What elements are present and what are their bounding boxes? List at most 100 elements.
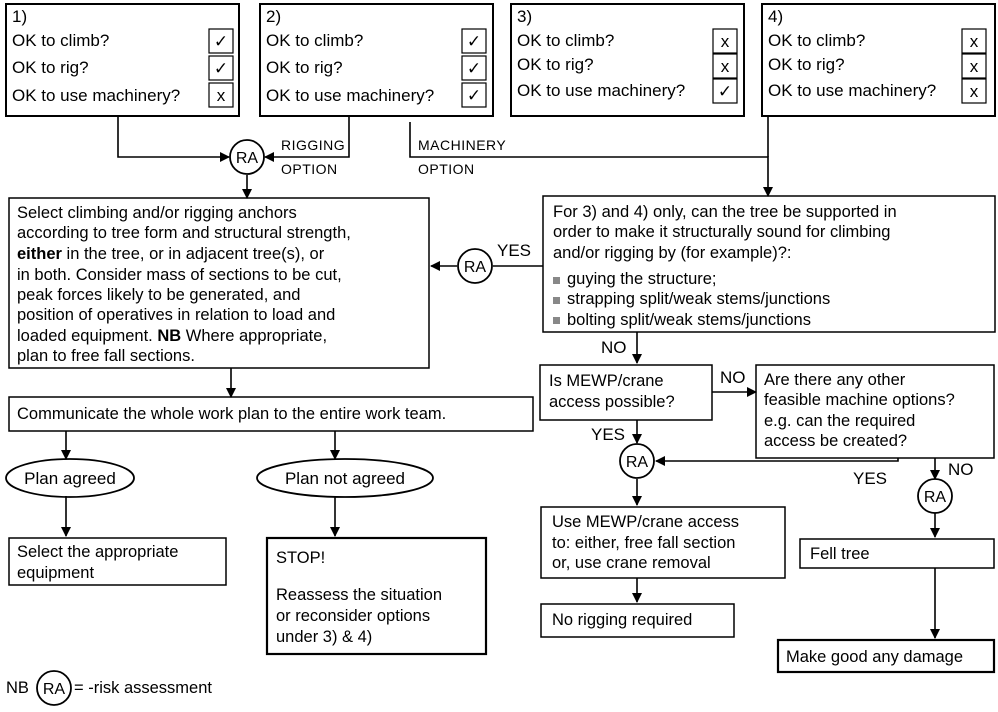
answer-mark: x [721,32,730,51]
other-options-question-box: Are there any other feasible machine opt… [755,364,995,459]
anchors-text-line: according to tree form and structural st… [17,224,351,242]
question-climb: OK to climb? [12,31,109,50]
anchors-text-line: either in the tree, or in adjacent tree(… [17,245,325,263]
answer-mark: x [970,32,979,51]
ra-label: RA [924,489,947,506]
use-mewp-line: Use MEWP/crane access [552,513,739,531]
question-machinery: OK to use machinery? [266,86,434,105]
ra-circle: RA [457,248,493,284]
question-rig: OK to rig? [768,55,845,74]
answer-box [208,28,234,54]
answer-box [712,78,738,104]
stop-box: STOP! Reassess the situation or reconsid… [265,536,488,656]
answer-mark: ✓ [467,32,481,51]
support-tree-box: For 3) and 4) only, can the tree be supp… [542,195,996,333]
ra-legend-label: RA [43,681,66,698]
legend: NB RA = -risk assessment [6,670,212,706]
anchors-text-line: in both. Consider mass of sections to be… [17,266,342,284]
option-number: 4) [768,7,783,26]
question-machinery: OK to use machinery? [517,81,685,100]
use-mewp-box: Use MEWP/crane access to: either, free f… [540,506,786,579]
anchors-text-rest: in the tree, or in adjacent tree(s), or [62,245,325,263]
ra-circle: RA [229,139,265,175]
question-climb: OK to climb? [517,31,614,50]
bullet-icon [553,277,560,284]
anchors-text-line: position of operatives in relation to lo… [17,306,335,324]
communicate-text: Communicate the whole work plan to the e… [17,405,446,423]
rigging-option-label: RIGGING [281,137,345,153]
answer-mark: ✓ [718,82,732,101]
answer-mark: ✓ [214,32,228,51]
answer-mark: ✓ [214,59,228,78]
plan-agreed-label: Plan agreed [24,469,116,488]
anchors-text-line: peak forces likely to be generated, and [17,286,300,304]
answer-mark: x [970,82,979,101]
no-label: NO [601,338,627,357]
answer-box [461,82,487,108]
question-rig: OK to rig? [266,58,343,77]
connector [117,116,230,162]
no-label: NO [720,368,746,387]
ra-circle: RA [917,478,953,514]
question-climb: OK to climb? [768,31,865,50]
connectors [61,116,940,639]
option-box-3: 3) OK to climb? OK to rig? OK to use mac… [510,3,745,117]
option-number: 1) [12,7,27,26]
ra-label: RA [626,454,649,471]
answer-box [961,53,987,79]
make-good-text: Make good any damage [786,648,963,666]
machinery-option-label: OPTION [418,161,475,177]
select-anchors-box: Select climbing and/or rigging anchors a… [8,197,430,369]
equipment-text-line: equipment [17,564,94,582]
answer-mark: x [721,57,730,76]
no-rigging-box: No rigging required [540,603,735,638]
ra-legend-icon [36,670,72,706]
legend-text: = -risk assessment [74,679,212,697]
answer-box [461,28,487,54]
legend-prefix: NB [6,679,29,697]
connector [264,116,350,162]
either-emphasis: either [17,245,63,263]
communicate-plan-box: Communicate the whole work plan to the e… [8,396,534,432]
bullet-icon [553,297,560,304]
make-good-box: Make good any damage [776,638,996,674]
question-machinery: OK to use machinery? [12,86,180,105]
answer-box [208,55,234,81]
answer-box [712,28,738,54]
support-text-line: For 3) and 4) only, can the tree be supp… [553,203,897,221]
question-climb: OK to climb? [266,31,363,50]
answer-box [461,55,487,81]
answer-box [961,78,987,104]
yes-label: YES [591,425,625,444]
anchors-text-part: Where appropriate, [181,327,327,345]
connector [655,456,899,466]
stop-text-line: under 3) & 4) [276,628,372,646]
stop-title: STOP! [276,549,325,567]
question-machinery: OK to use machinery? [768,81,936,100]
use-mewp-line: to: either, free fall section [552,534,735,552]
other-options-line: feasible machine options? [764,391,955,409]
yes-label: YES [853,469,887,488]
mewp-access-question-box: Is MEWP/crane access possible? [539,364,713,421]
yes-label: YES [497,241,531,260]
answer-box [208,82,234,108]
question-rig: OK to rig? [12,58,89,77]
option-box-4: 4) OK to climb? OK to rig? OK to use mac… [761,3,996,117]
answer-mark: x [970,57,979,76]
mewp-question-line: Is MEWP/crane [549,372,664,390]
connector [409,122,773,197]
option-number: 2) [266,7,281,26]
bullet-icon [553,317,560,324]
support-text-line: order to make it structurally sound for … [553,223,890,241]
option-box-2: 2) OK to climb? OK to rig? OK to use mac… [259,3,494,117]
plan-agreed-terminal: Plan agreed [5,458,135,498]
support-bullet: strapping split/weak stems/junctions [567,290,830,308]
anchors-text-line: loaded equipment. NB Where appropriate, [17,327,327,345]
answer-box [712,53,738,79]
fell-tree-box: Fell tree [799,538,995,569]
other-options-line: e.g. can the required [764,412,915,430]
option-box-1: 1) OK to climb? OK to rig? OK to use mac… [5,3,240,117]
answer-mark: ✓ [467,86,481,105]
option-number: 3) [517,7,532,26]
ra-circle: RA [619,443,655,479]
